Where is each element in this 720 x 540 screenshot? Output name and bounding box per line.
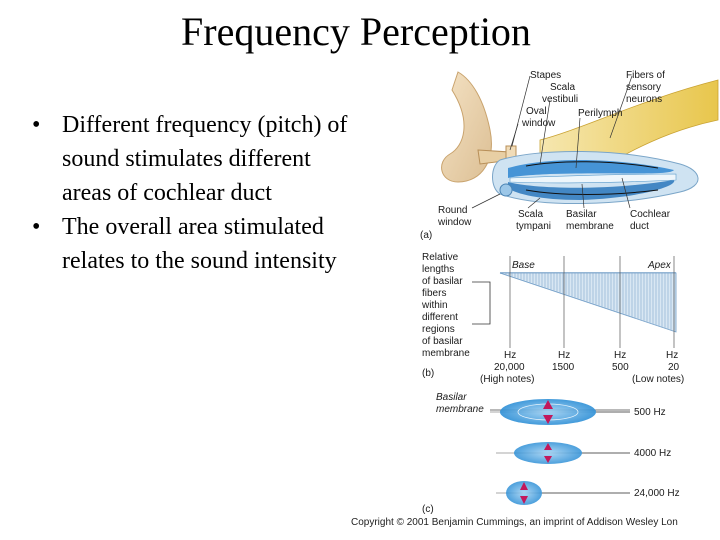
label-round-window-1: Round (438, 205, 467, 216)
freq-label-500: 500 Hz (634, 407, 666, 418)
panel-b-fiber-lengths: Base Apex Relative lengths of basilar fi… (421, 252, 684, 385)
label-round-window-2: window (437, 217, 472, 228)
bullet-text: Different frequency (pitch) of sound sti… (62, 112, 348, 206)
panel-c-tag: (c) (422, 504, 434, 515)
ossicle-bone (441, 71, 492, 183)
freq-note-1: (High notes) (480, 374, 534, 385)
label-perilymph: Perilymph (578, 108, 622, 119)
bullet-dot-icon: • (32, 214, 41, 240)
freq-value-2: 1500 (552, 362, 575, 373)
flow-arrow-upper (525, 161, 659, 169)
freq-value-3: 500 (612, 362, 629, 373)
freq-value-4: 20 (668, 362, 680, 373)
label-oval-window-1: Oval (526, 106, 547, 117)
label-scala-tympani-2: tympani (516, 221, 551, 232)
scala-tympani (508, 180, 675, 200)
flow-arrow-lower (525, 189, 659, 195)
label-base: Base (512, 260, 535, 271)
label-oval-window-2: window (521, 118, 556, 129)
vibration-24000hz: 24,000 Hz (496, 481, 680, 505)
side-label-line: regions (422, 324, 455, 335)
bullet-list: • Different frequency (pitch) of sound st… (28, 108, 348, 278)
freq-hz-2: Hz (558, 350, 570, 361)
round-window (499, 183, 513, 197)
side-label-line: fibers (422, 288, 446, 299)
freq-label-24000: 24,000 Hz (634, 488, 680, 499)
bullet-dot-icon: • (32, 112, 41, 138)
freq-value-1: 20,000 (494, 362, 525, 373)
vibration-4000hz: 4000 Hz (496, 442, 671, 464)
panel-a-cochlea: Stapes Scala vestibuli Fibers of sensory… (420, 70, 719, 241)
side-bracket (472, 281, 491, 325)
bullet-text: The overall area stimulated relates to t… (62, 214, 337, 274)
cochlea-figure: Stapes Scala vestibuli Fibers of sensory… (340, 60, 720, 540)
frequency-guides (509, 256, 675, 348)
label-basilar-membrane-2: membrane (566, 221, 614, 232)
label-cochlear-duct-2: duct (630, 221, 649, 232)
bullet-item: • The overall area stimulated relates to … (28, 210, 348, 278)
label-scala-vestibuli-2: vestibuli (542, 94, 578, 105)
side-label-line: of basilar (422, 276, 463, 287)
label-fibers-1: Fibers of (626, 70, 665, 81)
label-basilar-c-1: Basilar (436, 392, 467, 403)
bullet-item: • Different frequency (pitch) of sound st… (28, 108, 348, 210)
copyright-notice: Copyright © 2001 Benjamin Cummings, an i… (351, 517, 678, 528)
label-basilar-c-2: membrane (436, 404, 484, 415)
side-label-line: different (422, 312, 458, 323)
leader-lines-a (471, 75, 633, 209)
label-fibers-2: sensory (626, 82, 661, 93)
panel-c-vibration: Basilar membrane 500 Hz 4000 Hz (422, 392, 680, 515)
side-label-line: lengths (422, 264, 454, 275)
freq-hz-4: Hz (666, 350, 678, 361)
label-stapes: Stapes (530, 70, 561, 81)
freq-note-4: (Low notes) (632, 374, 684, 385)
label-basilar-membrane-1: Basilar (566, 209, 597, 220)
freq-hz-1: Hz (504, 350, 516, 361)
fiber-wedge (499, 272, 677, 333)
freq-label-4000: 4000 Hz (634, 448, 671, 459)
label-scala-tympani-1: Scala (518, 209, 543, 220)
panel-a-tag: (a) (420, 230, 432, 241)
label-fibers-3: neurons (626, 94, 662, 105)
side-label-line: Relative (422, 252, 459, 263)
label-apex: Apex (647, 260, 672, 271)
side-label-line: of basilar (422, 336, 463, 347)
label-cochlear-duct-1: Cochlear (630, 209, 671, 220)
slide-title: Frequency Perception (181, 9, 531, 54)
label-scala-vestibuli-1: Scala (550, 82, 575, 93)
cochlea-diagram: Stapes Scala vestibuli Fibers of sensory… (420, 70, 719, 515)
side-label-line: membrane (422, 348, 470, 359)
freq-hz-3: Hz (614, 350, 626, 361)
side-label-line: within (421, 300, 448, 311)
vibration-500hz: 500 Hz (490, 399, 666, 425)
cochlear-duct (509, 173, 677, 184)
panel-b-tag: (b) (422, 368, 434, 379)
